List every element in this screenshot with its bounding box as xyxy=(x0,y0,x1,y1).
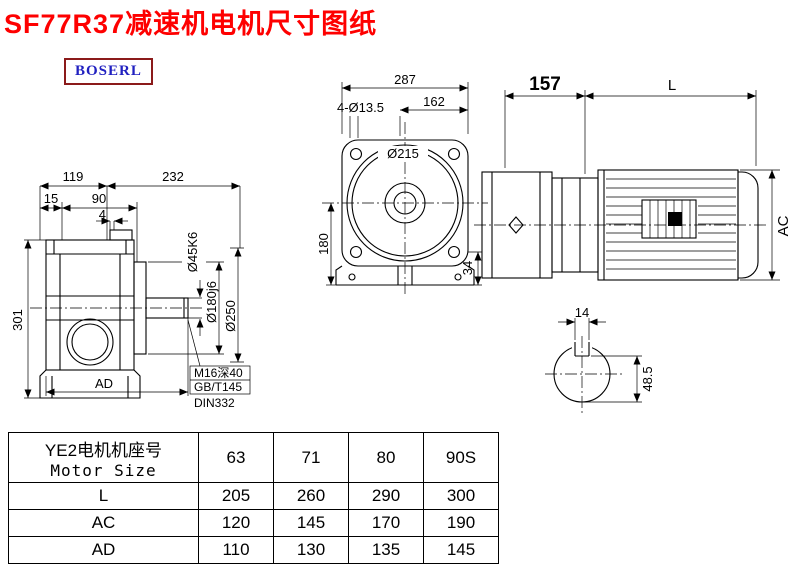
dia-215-label: Ø215 xyxy=(387,146,419,161)
motor-fins xyxy=(606,178,736,270)
terminal-box-detail xyxy=(668,212,682,226)
dim-301-label: 301 xyxy=(10,309,25,331)
table-row-L: L 205 260 290 300 xyxy=(8,482,499,510)
motor-size-71: 71 xyxy=(273,432,349,483)
flange-outline xyxy=(341,139,469,267)
dim-119-label: 119 xyxy=(63,169,84,184)
dim-34-label: 34 xyxy=(460,261,475,275)
dim-157-label: 157 xyxy=(529,74,561,95)
front-view: 287 162 4-Ø13.5 Ø215 180 34 xyxy=(316,72,488,296)
page-title: SF77R37减速机电机尺寸图纸 xyxy=(4,9,378,39)
bolt-hole xyxy=(447,245,461,259)
table-cell: 205 xyxy=(198,482,274,510)
flange-circle-outer xyxy=(346,144,464,262)
table-cell: 260 xyxy=(273,482,349,510)
table-header-cn: YE2电机机座号 xyxy=(44,440,163,460)
foot-ribs xyxy=(397,266,413,285)
fan-cover xyxy=(738,171,759,279)
note-tap-label: M16深40 xyxy=(194,366,243,380)
table-header-en: Motor Size xyxy=(50,460,157,480)
bore-circle-outer xyxy=(66,318,114,366)
bolt-hole xyxy=(349,245,363,259)
gearbox-body xyxy=(45,239,135,371)
table-row-AD: AD 110 130 135 145 xyxy=(8,536,499,564)
bolt-hole xyxy=(447,147,461,161)
center-diamond xyxy=(508,216,524,234)
terminal-box xyxy=(641,199,697,239)
row-label: AD xyxy=(8,536,199,564)
dim-L-label: L xyxy=(668,77,676,94)
technical-drawing: 287 162 4-Ø13.5 Ø215 180 34 15 xyxy=(10,72,792,414)
dia-shaft-label: Ø45K6 xyxy=(185,232,200,272)
dim-180-label: 180 xyxy=(316,233,331,255)
table-row-AC: AC 120 145 170 190 xyxy=(8,509,499,537)
note-din-label: DIN332 xyxy=(194,396,235,410)
holes-label: 4-Ø13.5 xyxy=(337,100,384,115)
dim-48-5-label: 48.5 xyxy=(640,366,655,391)
shaft-end-view: 14 48.5 xyxy=(545,305,655,414)
table-cell: 170 xyxy=(348,509,424,537)
table-cell: 135 xyxy=(348,536,424,564)
table-header-row: YE2电机机座号 Motor Size 63 71 80 90S xyxy=(8,432,499,483)
table-cell: 130 xyxy=(273,536,349,564)
table-cell: 145 xyxy=(423,536,499,564)
table-header-cell: YE2电机机座号 Motor Size xyxy=(8,432,199,483)
bolt-hole xyxy=(349,147,363,161)
motor-size-80: 80 xyxy=(348,432,424,483)
dia-spigot-label: Ø180j6 xyxy=(204,281,219,323)
bore-circle-inner xyxy=(71,323,109,361)
dim-287-label: 287 xyxy=(394,72,416,87)
note-leader xyxy=(187,319,201,367)
foot-outline xyxy=(335,265,475,286)
dim-AC-label: AC xyxy=(775,215,792,236)
motor-size-63: 63 xyxy=(198,432,274,483)
table-cell: 290 xyxy=(348,482,424,510)
feet-outline xyxy=(39,369,141,399)
shaft-bore-circle xyxy=(393,191,417,215)
dim-162-label: 162 xyxy=(423,94,445,109)
output-shaft xyxy=(145,297,189,319)
top-boss xyxy=(109,229,133,241)
dim-14-label: 14 xyxy=(575,305,589,320)
brand-logo: BOSERL xyxy=(64,58,153,85)
table-cell: 110 xyxy=(198,536,274,564)
table-cell: 300 xyxy=(423,482,499,510)
row-label: AC xyxy=(8,509,199,537)
dim-4-label: 4 xyxy=(99,207,106,222)
dim-15-label: 15 xyxy=(44,191,58,206)
left-view: 119 232 15 90 4 301 AD Ø45K6 Ø180j6 Ø250… xyxy=(10,169,251,410)
motor-size-90S: 90S xyxy=(423,432,499,483)
foot-hole xyxy=(454,273,462,281)
table-cell: 120 xyxy=(198,509,274,537)
dim-90-label: 90 xyxy=(92,191,106,206)
motor-size-table: YE2电机机座号 Motor Size 63 71 80 90S L 205 2… xyxy=(8,432,499,564)
side-view: 157 L AC xyxy=(474,74,792,281)
dim-232-label: 232 xyxy=(162,169,184,184)
foot-hole xyxy=(348,273,356,281)
dim-AD-label: AD xyxy=(95,376,113,391)
row-label: L xyxy=(8,482,199,510)
note-gb-label: GB/T145 xyxy=(194,380,242,394)
hub-circle xyxy=(384,182,426,224)
table-cell: 145 xyxy=(273,509,349,537)
table-cell: 190 xyxy=(423,509,499,537)
dia-flange-label: Ø250 xyxy=(223,300,238,332)
